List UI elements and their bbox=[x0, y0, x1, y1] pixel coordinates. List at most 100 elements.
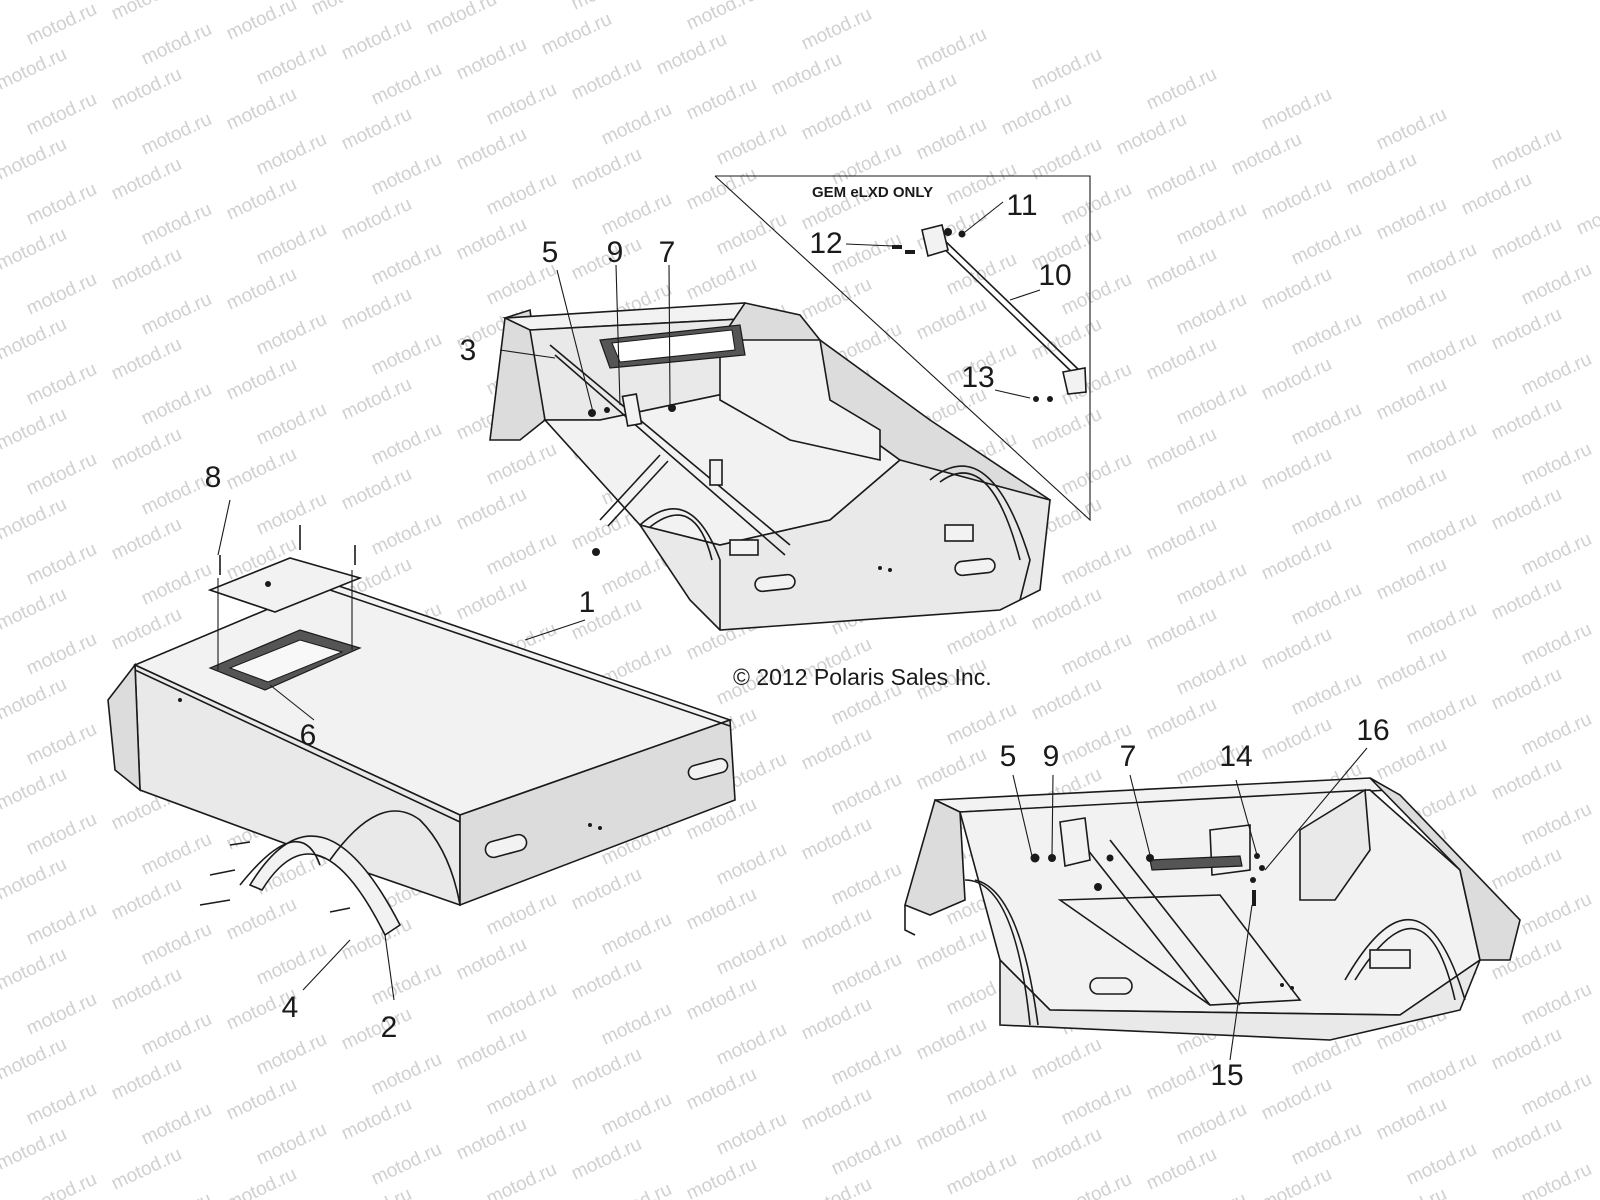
watermark-text: motod.ru bbox=[798, 724, 875, 775]
fender-flare bbox=[248, 835, 402, 937]
watermark-text: motod.ru bbox=[1028, 134, 1105, 185]
watermark-text: motod.ru bbox=[138, 1009, 215, 1060]
lower-right-wall bbox=[1369, 777, 1521, 961]
watermark-text: motod.ru bbox=[1373, 1094, 1450, 1145]
lower-bed-assembly bbox=[904, 777, 1521, 1041]
watermark-text: motod.ru bbox=[683, 1064, 760, 1115]
watermark-text: motod.ru bbox=[1403, 599, 1480, 650]
watermark-text: motod.ru bbox=[1288, 1119, 1365, 1170]
watermark-text: motod.ru bbox=[1488, 574, 1565, 625]
watermark-text: motod.ru bbox=[1373, 374, 1450, 425]
watermark-text: motod.ru bbox=[1028, 1124, 1105, 1175]
watermark-text: motod.ru bbox=[138, 1099, 215, 1150]
watermark-text: motod.ru bbox=[138, 109, 215, 160]
watermark-text: motod.ru bbox=[1403, 509, 1480, 560]
watermark-text: motod.ru bbox=[253, 39, 330, 90]
watermark-text: motod.ru bbox=[1488, 214, 1565, 265]
watermark-text: motod.ru bbox=[0, 404, 70, 455]
watermark-text: motod.ru bbox=[108, 514, 185, 565]
watermark-text: motod.ru bbox=[453, 34, 530, 85]
watermark-text: motod.ru bbox=[913, 294, 990, 345]
watermark-text: motod.ru bbox=[23, 989, 100, 1040]
watermark-text: motod.ru bbox=[0, 0, 70, 5]
watermark-text: motod.ru bbox=[338, 194, 415, 245]
watermark-text: motod.ru bbox=[598, 99, 675, 150]
watermark-text: motod.ru bbox=[368, 509, 445, 560]
watermark-text: motod.ru bbox=[23, 899, 100, 950]
watermark-text: motod.ru bbox=[598, 189, 675, 240]
watermark-text: motod.ru bbox=[138, 1189, 215, 1200]
watermark-text: motod.ru bbox=[223, 354, 300, 405]
watermark-text: motod.ru bbox=[1258, 534, 1335, 585]
watermark-text: motod.ru bbox=[913, 744, 990, 795]
watermark-text: motod.ru bbox=[0, 674, 70, 725]
watermark-text: motod.ru bbox=[453, 214, 530, 265]
access-cover-plate bbox=[207, 557, 363, 613]
callout-13: 13 bbox=[961, 361, 994, 394]
watermark-text: motod.ru bbox=[568, 954, 645, 1005]
watermark-text: motod.ru bbox=[1518, 259, 1595, 310]
watermark-text: motod.ru bbox=[1173, 199, 1250, 250]
watermark-text: motod.ru bbox=[308, 0, 385, 20]
watermark-text: motod.ru bbox=[483, 979, 560, 1030]
watermark-text: motod.ru bbox=[1488, 754, 1565, 805]
watermark-text: motod.ru bbox=[23, 719, 100, 770]
watermark-text: motod.ru bbox=[1058, 539, 1135, 590]
watermark-text: motod.ru bbox=[1288, 669, 1365, 720]
main-bed-assembly bbox=[107, 525, 736, 937]
watermark-text: motod.ru bbox=[483, 529, 560, 580]
watermark-text: motod.ru bbox=[713, 1109, 790, 1160]
leader-lines bbox=[217, 201, 1368, 1061]
watermark-text: motod.ru bbox=[798, 904, 875, 955]
watermark-text: motod.ru bbox=[1228, 129, 1305, 180]
watermark-text: motod.ru bbox=[828, 139, 905, 190]
watermark-text: motod.ru bbox=[1143, 514, 1220, 565]
watermark-text: motod.ru bbox=[138, 559, 215, 610]
watermark-text: motod.ru bbox=[23, 539, 100, 590]
watermark-text: motod.ru bbox=[943, 1059, 1020, 1110]
watermark-text: motod.ru bbox=[108, 334, 185, 385]
watermark-text: motod.ru bbox=[1058, 449, 1135, 500]
watermark-text: motod.ru bbox=[368, 239, 445, 290]
watermark-text: motod.ru bbox=[568, 864, 645, 915]
watermark-text: motod.ru bbox=[338, 284, 415, 335]
watermark-text: motod.ru bbox=[683, 74, 760, 125]
watermark-text: motod.ru bbox=[1518, 889, 1595, 940]
watermark-text: motod.ru bbox=[1028, 314, 1105, 365]
watermark-text: motod.ru bbox=[453, 484, 530, 535]
watermark-text: motod.ru bbox=[453, 934, 530, 985]
watermark-text: motod.ru bbox=[1518, 619, 1595, 670]
watermark-text: motod.ru bbox=[483, 79, 560, 130]
strut-rod bbox=[934, 239, 1076, 376]
watermark-text: motod.ru bbox=[683, 974, 760, 1025]
watermark-text: motod.ru bbox=[368, 1049, 445, 1100]
watermark-text: motod.ru bbox=[483, 439, 560, 490]
callout-6: 6 bbox=[300, 719, 317, 752]
bed-right-wall bbox=[459, 718, 736, 907]
watermark-text: motod.ru bbox=[1143, 1144, 1220, 1195]
watermark-text: motod.ru bbox=[108, 964, 185, 1015]
watermark-text: motod.ru bbox=[1143, 1054, 1220, 1105]
lower-right-arch bbox=[1344, 919, 1466, 1001]
watermark-text: motod.ru bbox=[1343, 149, 1420, 200]
watermark-text: motod.ru bbox=[108, 874, 185, 925]
watermark-text: motod.ru bbox=[798, 274, 875, 325]
watermark-text: motod.ru bbox=[943, 1149, 1020, 1200]
watermark-text: motod.ru bbox=[1143, 334, 1220, 385]
watermark-text: motod.ru bbox=[1173, 469, 1250, 520]
watermark-text: motod.ru bbox=[1258, 84, 1335, 135]
callout-1: 1 bbox=[579, 586, 596, 619]
watermark-text: motod.ru bbox=[23, 1079, 100, 1130]
watermark-text: motod.ru bbox=[23, 1169, 100, 1200]
watermark-text: motod.ru bbox=[598, 999, 675, 1050]
watermark-text: motod.ru bbox=[1028, 404, 1105, 455]
watermark-text: motod.ru bbox=[1488, 124, 1565, 175]
callout-9-upper: 9 bbox=[607, 236, 624, 269]
watermark-text: motod.ru bbox=[138, 289, 215, 340]
watermark-text: motod.ru bbox=[598, 909, 675, 960]
watermark-text: motod.ru bbox=[798, 4, 875, 55]
watermark-text: motod.ru bbox=[1028, 1034, 1105, 1085]
watermark-text: motod.ru bbox=[1058, 1079, 1135, 1130]
watermark-text: motod.ru bbox=[913, 924, 990, 975]
